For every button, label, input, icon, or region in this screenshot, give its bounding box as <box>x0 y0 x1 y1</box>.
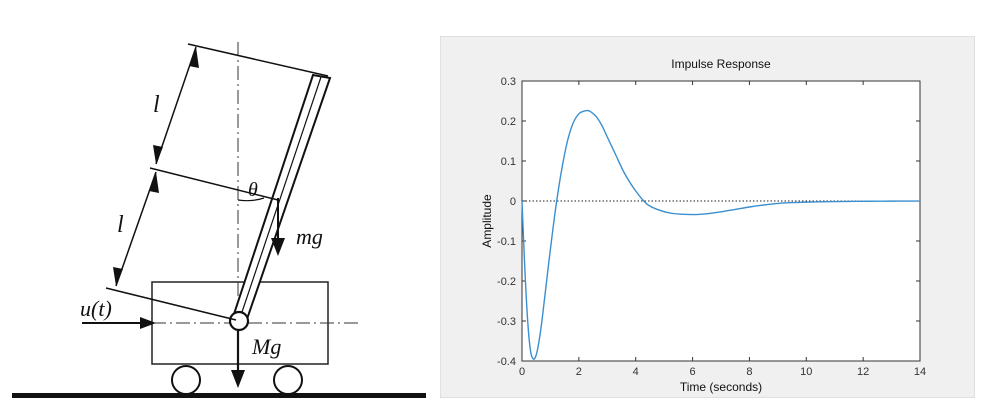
cart-pendulum-diagram: l l θ mg u(t) Mg <box>12 42 426 398</box>
y-tick-label: -0.3 <box>497 316 516 328</box>
chart-title: Impulse Response <box>671 57 771 71</box>
cart-wheel-left <box>171 365 201 395</box>
x-tick-label: 6 <box>690 366 696 378</box>
label-length-upper: l <box>153 92 160 118</box>
x-axis-label: Time (seconds) <box>680 380 762 394</box>
impulse-response-chart: Impulse Response Time (seconds) Amplitud… <box>440 36 975 398</box>
label-cart-weight: Mg <box>251 334 281 359</box>
y-tick-label: -0.1 <box>497 236 516 248</box>
y-tick-label: -0.2 <box>497 276 516 288</box>
x-tick-label: 12 <box>857 366 869 378</box>
x-tick-label: 8 <box>746 366 752 378</box>
label-input-force: u(t) <box>80 296 112 321</box>
y-axis-label: Amplitude <box>480 194 494 248</box>
impulse-response-line <box>521 109 921 360</box>
y-tick-label: 0.3 <box>501 76 516 88</box>
plot-area <box>521 80 921 362</box>
x-tick-label: 4 <box>633 366 639 378</box>
label-pendulum-weight: mg <box>296 224 323 249</box>
y-tick-label: 0.2 <box>501 116 516 128</box>
ground-line <box>12 393 426 398</box>
y-tick-label: 0.1 <box>501 156 516 168</box>
pivot-joint <box>228 310 250 332</box>
x-tick-label: 2 <box>576 366 582 378</box>
x-tick-label: 10 <box>800 366 812 378</box>
cart-wheel-right <box>273 365 303 395</box>
x-tick-label: 14 <box>914 366 926 378</box>
x-tick-label: 0 <box>519 366 525 378</box>
y-tick-label: 0 <box>510 196 516 208</box>
dimension-upper <box>155 46 197 165</box>
label-angle: θ <box>248 179 258 201</box>
y-axis-ticks: -0.4 -0.3 -0.2 -0.1 0 0.1 0.2 0.3 <box>497 76 920 368</box>
y-tick-label: -0.4 <box>497 356 516 368</box>
label-length-lower: l <box>117 212 124 238</box>
angle-arc <box>237 197 265 202</box>
x-axis-ticks: 0 2 4 6 8 10 12 14 <box>519 81 926 378</box>
